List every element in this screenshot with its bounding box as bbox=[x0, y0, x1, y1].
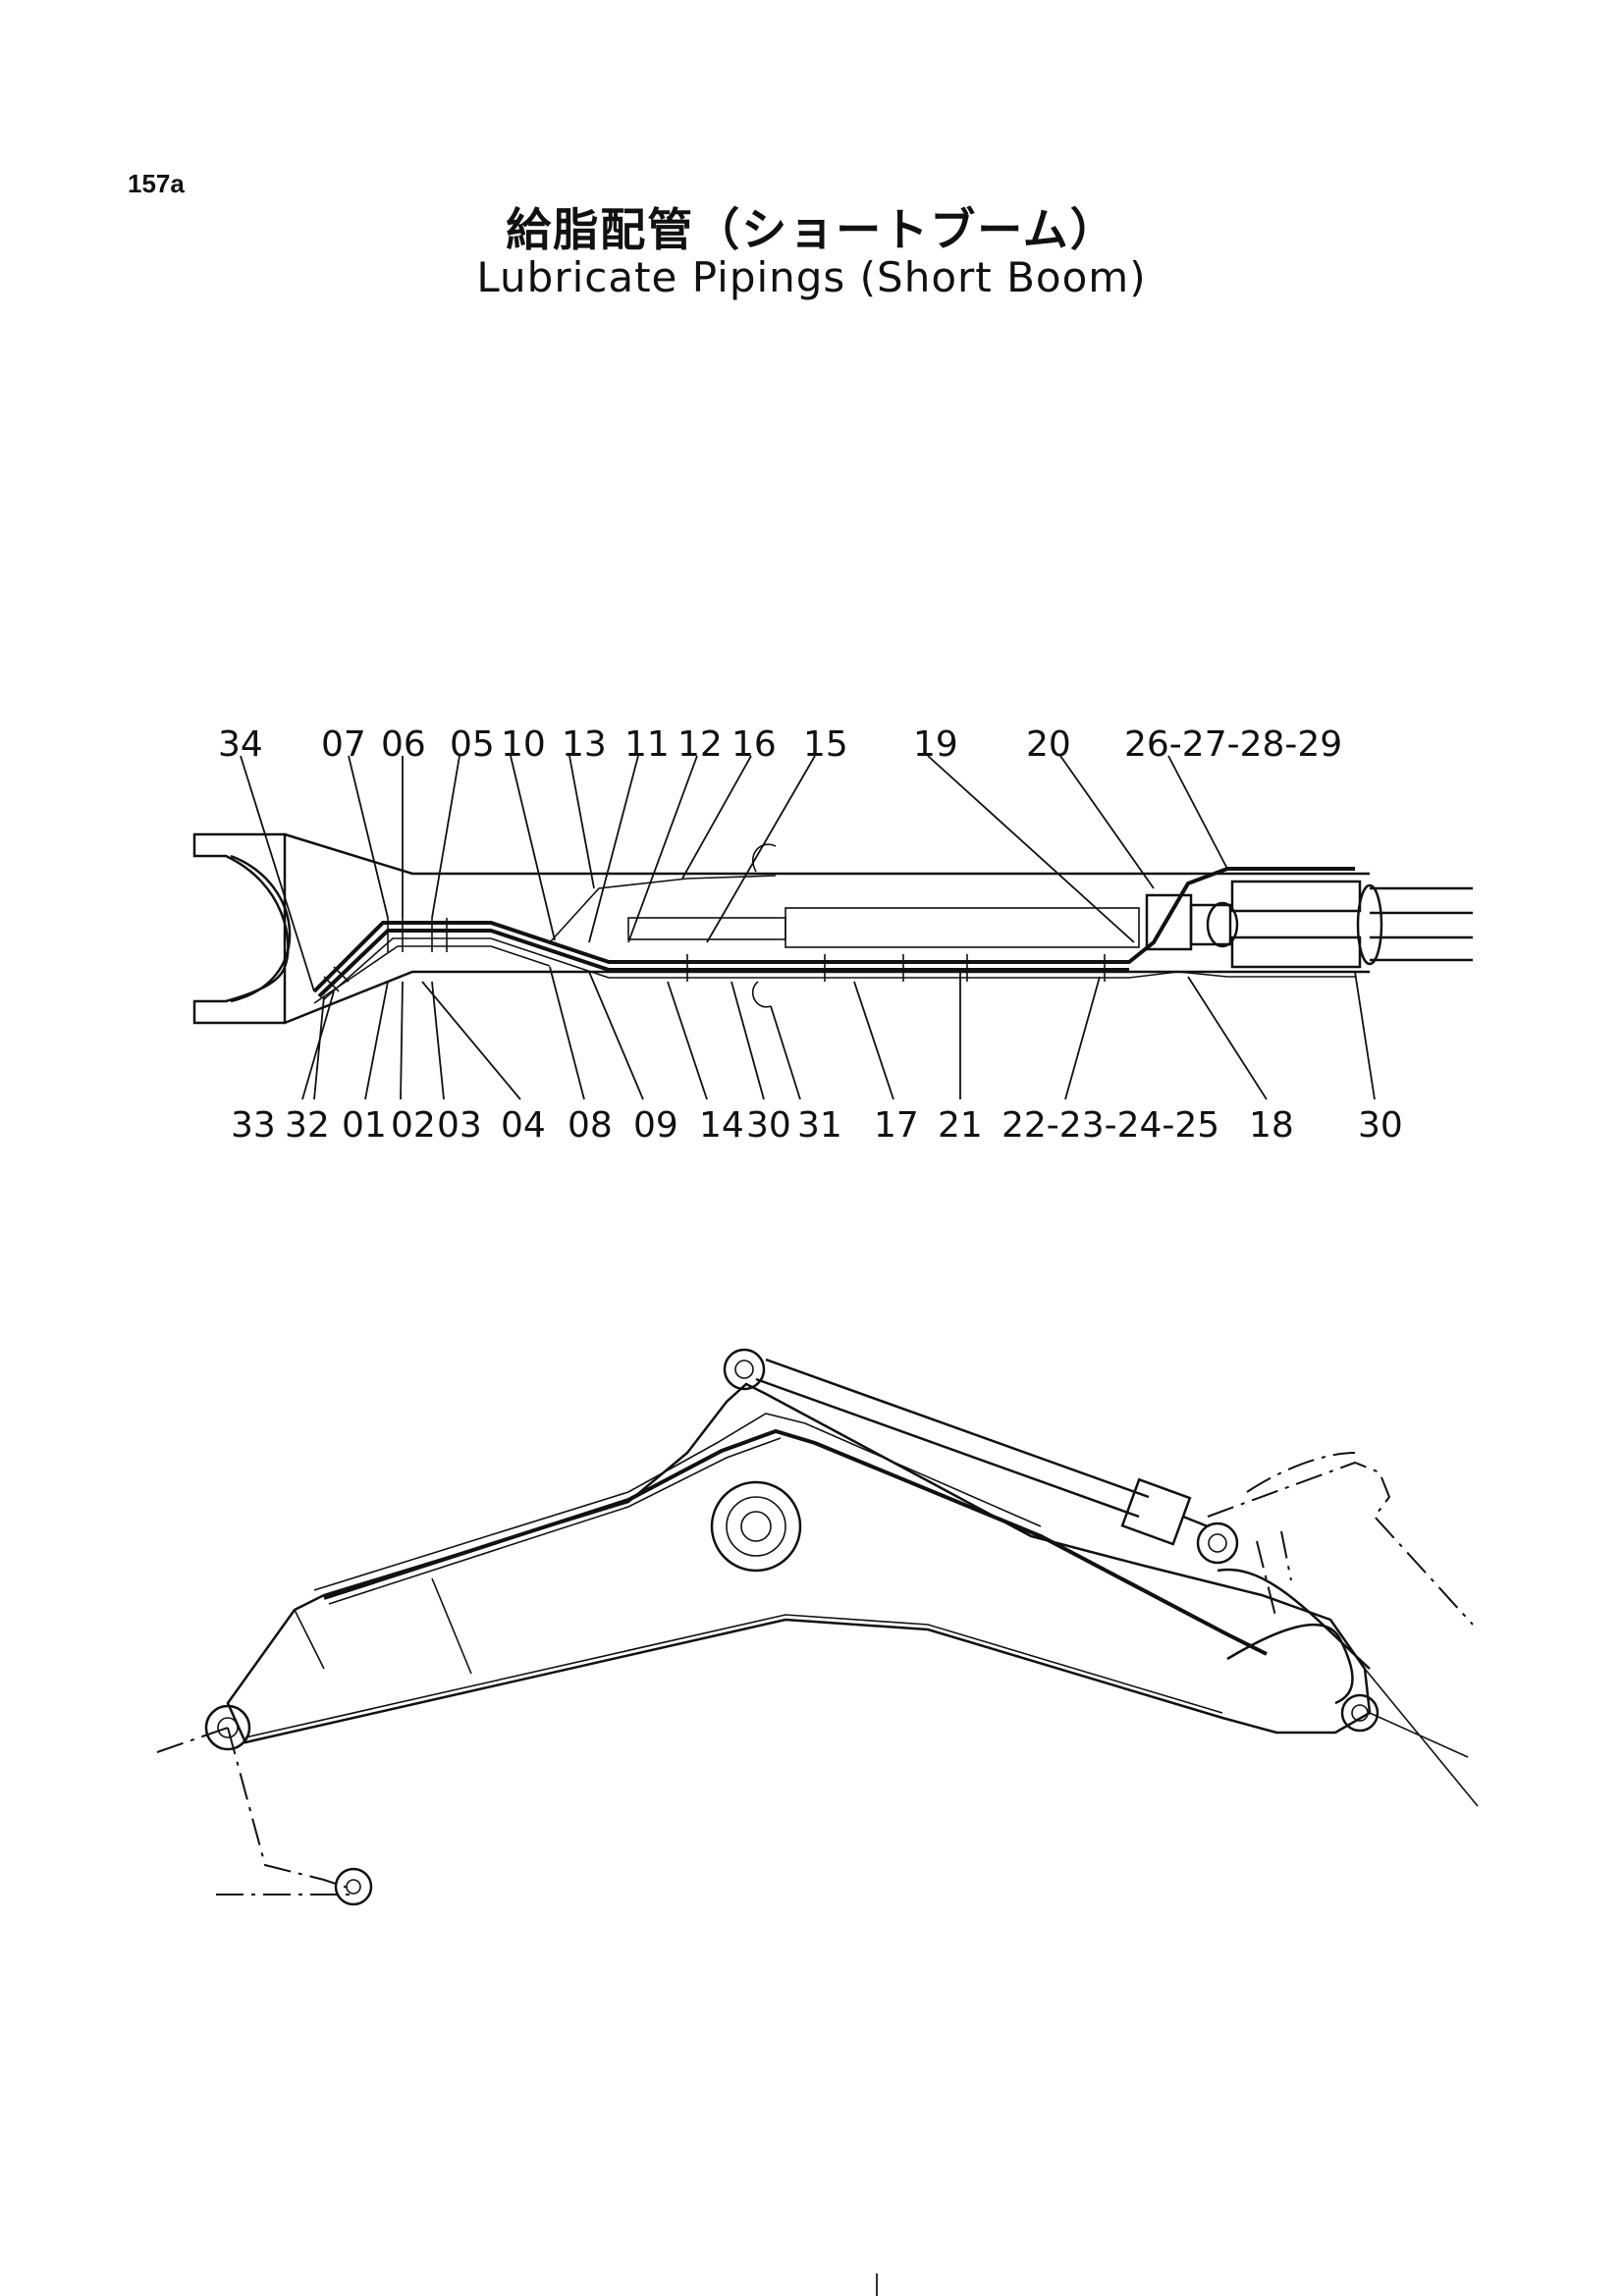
callout-label: 32 bbox=[285, 1105, 330, 1146]
callout-label: 17 bbox=[874, 1105, 919, 1146]
page-number: 157a bbox=[128, 169, 185, 198]
callouts-bottom-row: 33 32 01 02 03 04 08 09 14 30 31 17 21 2… bbox=[231, 1105, 1403, 1146]
callout-label: 01 bbox=[342, 1105, 387, 1146]
page-title-english: Lubricate Pipings (Short Boom) bbox=[476, 253, 1147, 301]
callout-label: 16 bbox=[731, 724, 777, 765]
callout-label: 12 bbox=[677, 724, 723, 765]
callout-label: 13 bbox=[562, 724, 607, 765]
callout-label: 19 bbox=[913, 724, 958, 765]
callout-label: 26-27-28-29 bbox=[1124, 724, 1342, 765]
boom-side-view bbox=[156, 1348, 1479, 1906]
callout-label: 08 bbox=[568, 1105, 613, 1146]
callout-label: 34 bbox=[218, 724, 263, 765]
page-title-japanese: 給脂配管（ショートブーム） bbox=[506, 203, 1117, 256]
callout-label: 11 bbox=[624, 724, 670, 765]
callout-label: 04 bbox=[501, 1105, 546, 1146]
callout-label: 07 bbox=[321, 724, 366, 765]
callout-label: 15 bbox=[803, 724, 848, 765]
page-footer-mark bbox=[876, 2273, 878, 2296]
callout-label: 06 bbox=[381, 724, 426, 765]
callout-label: 33 bbox=[231, 1105, 276, 1146]
callout-label: 20 bbox=[1026, 724, 1071, 765]
callout-label: 31 bbox=[797, 1105, 842, 1146]
callout-label: 14 bbox=[699, 1105, 744, 1146]
callout-label: 22-23-24-25 bbox=[1001, 1105, 1219, 1146]
callout-label: 18 bbox=[1249, 1105, 1294, 1146]
boom-top-view: 34 07 06 05 10 13 11 12 16 15 19 20 26-2… bbox=[192, 724, 1473, 1146]
callouts-top-row: 34 07 06 05 10 13 11 12 16 15 19 20 26-2… bbox=[218, 724, 1342, 765]
callout-label: 03 bbox=[437, 1105, 482, 1146]
callout-label: 09 bbox=[633, 1105, 678, 1146]
callout-label: 30 bbox=[1358, 1105, 1403, 1146]
callout-label: 10 bbox=[501, 724, 546, 765]
callout-label: 30 bbox=[746, 1105, 791, 1146]
callout-label: 21 bbox=[938, 1105, 983, 1146]
callout-label: 05 bbox=[450, 724, 495, 765]
callout-label: 02 bbox=[391, 1105, 436, 1146]
